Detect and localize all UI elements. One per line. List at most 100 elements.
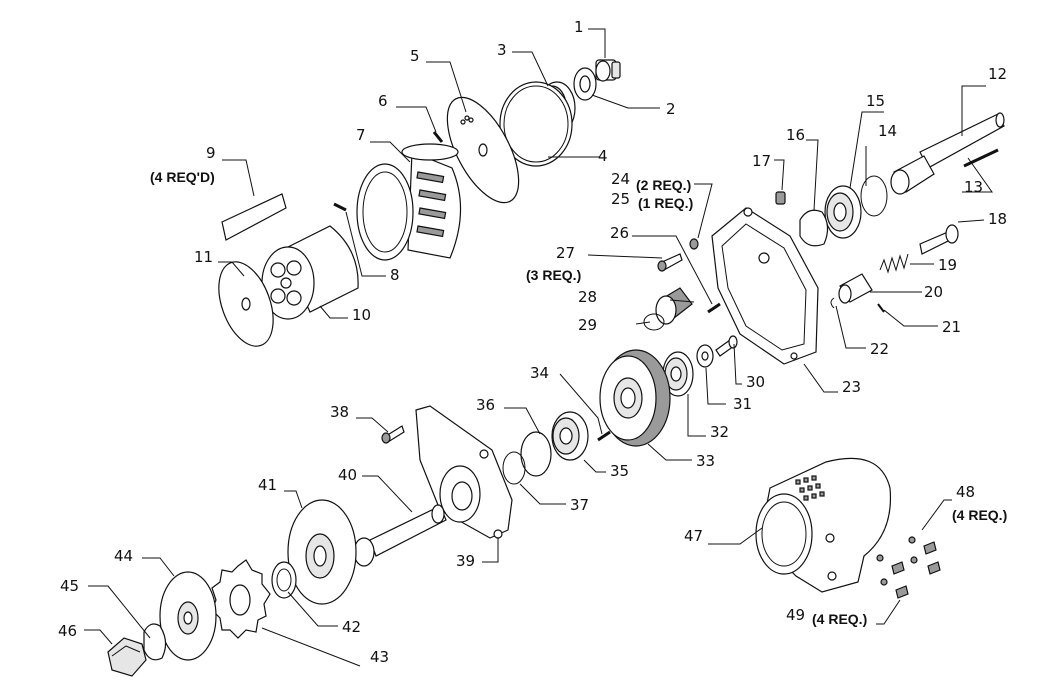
qty-note-27: (3 REQ.) [526, 267, 581, 283]
part-30 [715, 335, 738, 357]
label-43: 43 [370, 648, 389, 666]
part-4 [499, 81, 573, 167]
part-32 [662, 351, 694, 397]
part-15 [824, 185, 862, 239]
label-9: 9 [206, 144, 216, 162]
label-42: 42 [342, 618, 361, 636]
part-46 [107, 637, 147, 677]
part-13 [963, 148, 999, 168]
part-20 [838, 273, 873, 304]
label-37: 37 [570, 496, 589, 514]
label-3: 3 [497, 41, 507, 59]
part-45 [143, 623, 167, 661]
label-25: 25 [611, 190, 630, 208]
label-8: 8 [390, 266, 400, 284]
part-14 [860, 175, 888, 217]
part-48 [908, 536, 941, 575]
part-5 [446, 96, 520, 204]
part-47 [755, 457, 892, 593]
part-28 [655, 287, 693, 325]
part-16 [799, 209, 829, 247]
part-7 [356, 143, 462, 261]
part-43 [211, 559, 271, 639]
qty-note-24: (2 REQ.) [636, 177, 691, 193]
label-45: 45 [60, 577, 79, 595]
label-38: 38 [330, 403, 349, 421]
qty-note-9: (4 REQ'D) [150, 169, 215, 185]
part-6 [432, 131, 444, 143]
label-13: 13 [964, 178, 983, 196]
label-36: 36 [476, 396, 495, 414]
label-28: 28 [578, 288, 597, 306]
label-26: 26 [610, 224, 629, 242]
label-39: 39 [456, 552, 475, 570]
label-5: 5 [410, 47, 420, 65]
part-44 [159, 571, 217, 661]
part-24 [689, 238, 699, 250]
label-29: 29 [578, 316, 597, 334]
label-15: 15 [866, 92, 885, 110]
part-42 [271, 561, 297, 599]
part-27 [657, 253, 683, 272]
label-23: 23 [842, 378, 861, 396]
label-20: 20 [924, 283, 943, 301]
label-17: 17 [752, 152, 771, 170]
part-38 [381, 425, 405, 444]
part-36 [520, 431, 552, 477]
label-10: 10 [352, 306, 371, 324]
leader-lines [84, 28, 993, 667]
label-21: 21 [942, 318, 961, 336]
part-49 [876, 554, 909, 599]
part-26 [707, 302, 721, 314]
quantity-notes: (4 REQ'D) (2 REQ.) (1 REQ.) (3 REQ.) (4 … [150, 169, 1007, 627]
label-6: 6 [378, 92, 388, 110]
label-16: 16 [786, 126, 805, 144]
part-34 [597, 430, 611, 442]
label-12: 12 [988, 65, 1007, 83]
label-35: 35 [610, 462, 629, 480]
label-27: 27 [556, 244, 575, 262]
part-41 [287, 499, 357, 605]
part-9 [221, 193, 287, 241]
part-1 [595, 59, 621, 82]
part-37 [502, 451, 526, 485]
label-44: 44 [114, 547, 133, 565]
label-34: 34 [530, 364, 549, 382]
part-21 [877, 303, 885, 313]
label-46: 46 [58, 622, 77, 640]
part-35 [551, 411, 589, 461]
label-2: 2 [666, 100, 676, 118]
label-4: 4 [598, 147, 608, 165]
qty-note-25: (1 REQ.) [638, 195, 693, 211]
part-23 [711, 207, 819, 365]
label-7: 7 [356, 126, 366, 144]
label-47: 47 [684, 527, 703, 545]
part-22 [830, 297, 835, 309]
part-17 [775, 191, 786, 205]
label-14: 14 [878, 122, 897, 140]
label-48: 48 [956, 483, 975, 501]
part-33 [599, 349, 671, 447]
label-18: 18 [988, 210, 1007, 228]
part-29 [643, 313, 665, 331]
label-1: 1 [574, 18, 584, 36]
part-19 [879, 253, 909, 274]
label-32: 32 [710, 423, 729, 441]
part-18 [919, 224, 959, 255]
label-11: 11 [194, 248, 213, 266]
qty-note-49: (4 REQ.) [812, 611, 867, 627]
label-22: 22 [870, 340, 889, 358]
label-41: 41 [258, 476, 277, 494]
part-2 [573, 67, 597, 101]
part-8 [333, 202, 347, 212]
label-49: 49 [786, 606, 805, 624]
part-12 [890, 112, 1005, 195]
qty-note-48: (4 REQ.) [952, 507, 1007, 523]
part-10 [261, 225, 359, 320]
part-11 [218, 261, 274, 347]
label-40: 40 [338, 466, 357, 484]
label-30: 30 [746, 373, 765, 391]
label-31: 31 [733, 395, 752, 413]
